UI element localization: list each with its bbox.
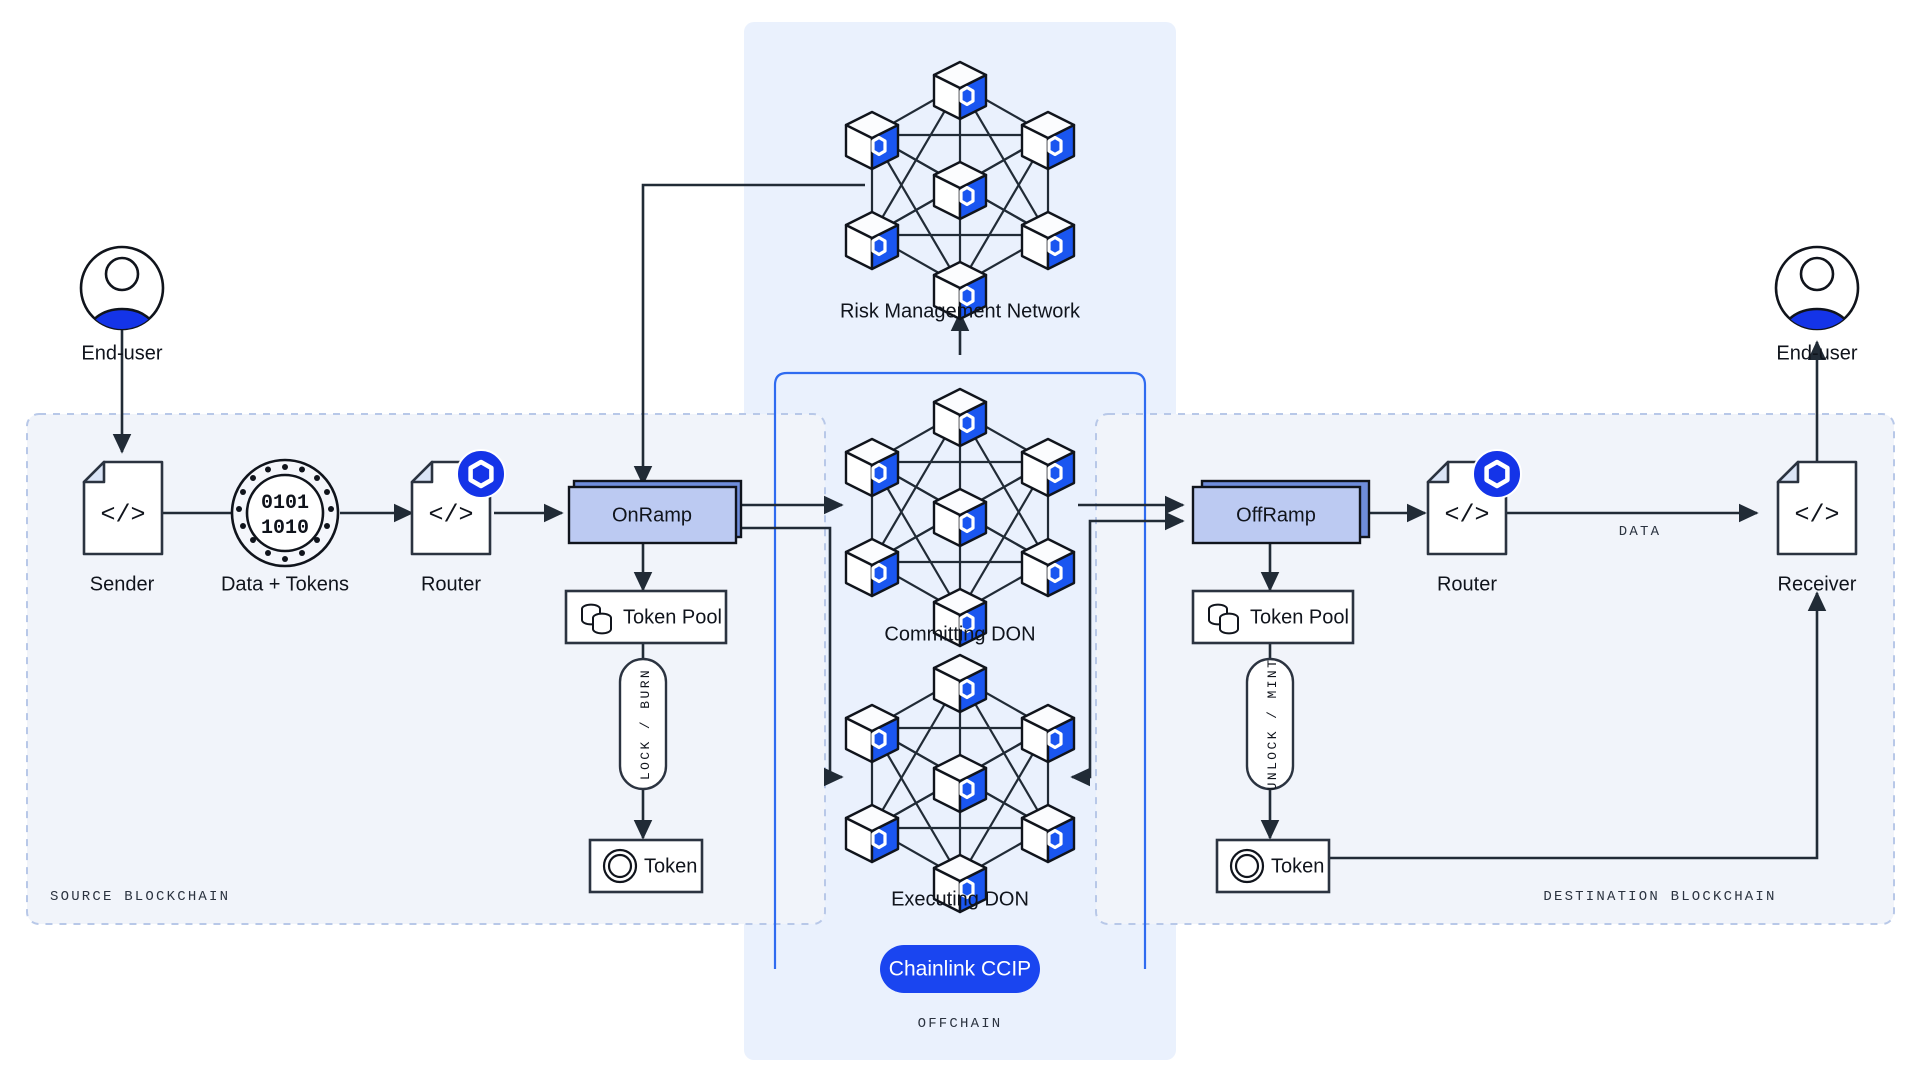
token-pool-dest-label: Token Pool <box>1250 606 1349 628</box>
executing-don-label: Executing DON <box>891 888 1029 910</box>
router-dest-node[interactable]: </> Router <box>1426 449 1522 595</box>
data-tokens-binary-top: 0101 <box>261 492 309 515</box>
unlock-mint-label: UNLOCK / MINT <box>1265 658 1280 791</box>
token-pool-source-label: Token Pool <box>623 606 722 628</box>
lock-burn-label: LOCK / BURN <box>638 668 653 780</box>
router-source-node[interactable]: </> Router <box>410 449 506 595</box>
receiver-label: Receiver <box>1778 573 1857 595</box>
token-ring-icon <box>1229 848 1265 884</box>
data-tokens-label: Data + Tokens <box>221 573 349 595</box>
coin-stack-icon <box>1208 603 1239 635</box>
committing-don-node[interactable]: Committing DON <box>846 389 1074 646</box>
user-avatar-icon <box>79 245 165 331</box>
token-dest-node[interactable]: Token <box>1215 838 1331 894</box>
token-source-node[interactable]: Token <box>588 838 704 894</box>
lock-burn-pill: LOCK / BURN <box>618 657 668 791</box>
chainlink-ccip-label: Chainlink CCIP <box>889 958 1031 981</box>
source-zone-label: SOURCE BLOCKCHAIN <box>50 889 230 905</box>
committing-don-label: Committing DON <box>884 623 1035 645</box>
coin-stack-icon <box>581 603 612 635</box>
ccip-bracket <box>773 371 1147 969</box>
router-source-glyph: </> <box>428 501 473 530</box>
chainlink-logo-icon <box>1472 449 1522 499</box>
end-user-dest-node[interactable]: End-user <box>1774 245 1860 364</box>
router-dest-glyph: </> <box>1444 501 1489 530</box>
onramp-node[interactable]: OnRamp <box>567 479 743 545</box>
data-edge-label: DATA <box>1619 524 1661 540</box>
end-user-source-label: End-user <box>81 342 162 364</box>
token-source-label: Token <box>644 855 697 877</box>
token-pool-source-node[interactable]: Token Pool <box>564 589 728 645</box>
sender-glyph: </> <box>100 501 145 530</box>
token-ring-icon <box>602 848 638 884</box>
unlock-mint-pill: UNLOCK / MINT <box>1245 658 1295 791</box>
user-avatar-icon <box>1774 245 1860 331</box>
router-source-label: Router <box>421 573 481 595</box>
risk-management-network-node[interactable]: Risk Management Network <box>840 62 1081 322</box>
executing-don-node[interactable]: Executing DON <box>846 655 1074 912</box>
receiver-node[interactable]: </> Receiver <box>1776 460 1858 595</box>
onramp-label: OnRamp <box>612 504 692 526</box>
chainlink-ccip-badge[interactable]: Chainlink CCIP <box>880 945 1040 993</box>
risk-management-network-label: Risk Management Network <box>840 300 1081 322</box>
sender-label: Sender <box>90 573 155 595</box>
data-tokens-binary-bottom: 1010 <box>261 517 309 540</box>
edge-token-to-receiver <box>1330 591 1827 860</box>
offramp-label: OffRamp <box>1236 504 1316 526</box>
offramp-node[interactable]: OffRamp <box>1191 479 1371 545</box>
destination-zone-label: DESTINATION BLOCKCHAIN <box>1543 889 1776 905</box>
edge-rmn-to-onramp <box>633 183 865 486</box>
end-user-source-node[interactable]: End-user <box>79 245 165 364</box>
token-pool-dest-node[interactable]: Token Pool <box>1191 589 1355 645</box>
chainlink-logo-icon <box>456 449 506 499</box>
router-dest-label: Router <box>1437 573 1497 595</box>
receiver-glyph: </> <box>1794 501 1839 530</box>
data-tokens-node[interactable]: 0101 1010 Data + Tokens <box>221 458 349 595</box>
coin-binary-icon: 0101 1010 <box>230 458 340 568</box>
token-dest-label: Token <box>1271 855 1324 877</box>
end-user-dest-label: End-user <box>1776 342 1857 364</box>
edge-onramp-to-executing-don <box>740 526 844 787</box>
sender-node[interactable]: </> Sender <box>82 460 164 595</box>
offchain-zone-label: OFFCHAIN <box>918 1016 1003 1032</box>
